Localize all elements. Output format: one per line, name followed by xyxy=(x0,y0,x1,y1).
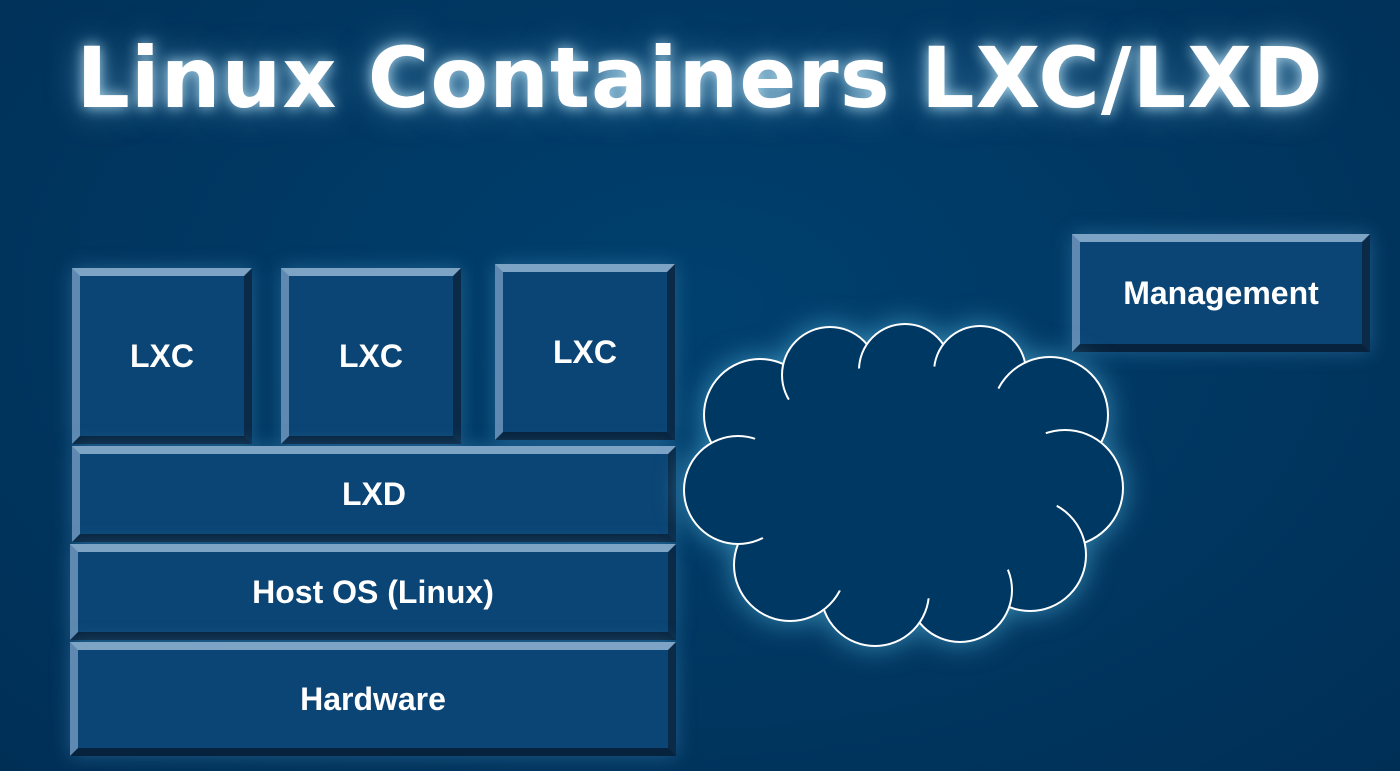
lxc-container-label: LXC xyxy=(130,337,194,374)
host-os-layer: Host OS (Linux) xyxy=(70,544,676,640)
lxd-layer-label: LXD xyxy=(342,475,406,512)
hardware-layer: Hardware xyxy=(70,642,676,756)
lxc-container-label: LXC xyxy=(553,333,617,370)
hardware-layer-label: Hardware xyxy=(300,680,446,717)
lxc-container-label: LXC xyxy=(339,337,403,374)
lxc-container-box-1: LXC xyxy=(72,268,252,444)
management-box: Management xyxy=(1072,234,1370,352)
cloud-fill xyxy=(744,364,1060,600)
diagram-title: Linux Containers LXC/LXD xyxy=(76,29,1324,127)
lxc-container-box-2: LXC xyxy=(281,268,461,444)
host-os-layer-label: Host OS (Linux) xyxy=(252,573,494,610)
lxc-container-box-3: LXC xyxy=(495,264,675,440)
cloud-icon xyxy=(683,323,1124,647)
management-label: Management xyxy=(1123,274,1319,311)
lxd-layer: LXD xyxy=(72,446,676,542)
